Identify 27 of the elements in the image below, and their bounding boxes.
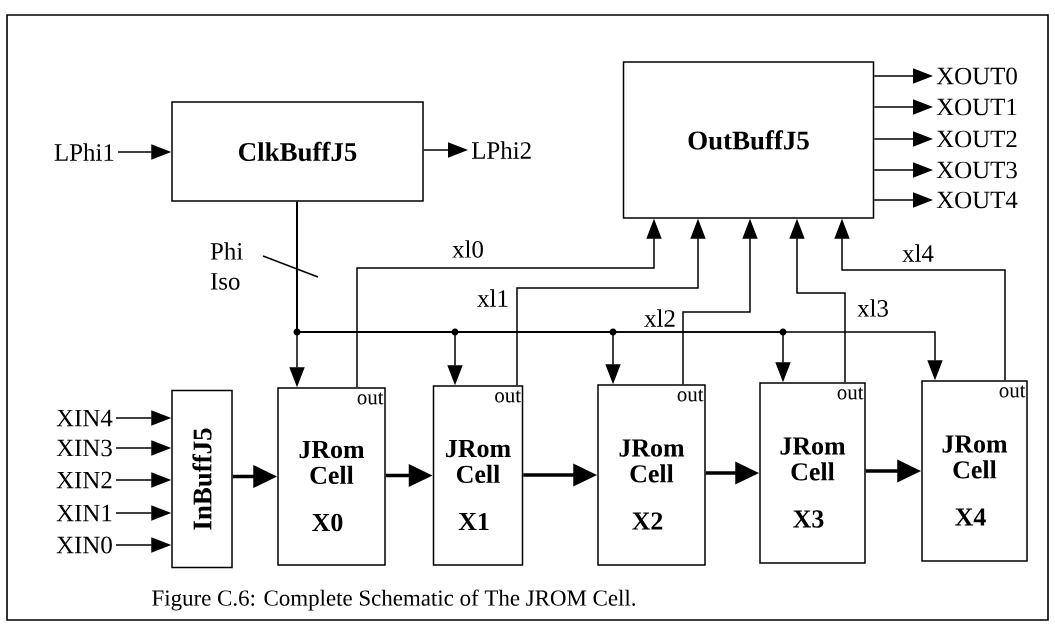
edge-label: xl3 bbox=[856, 298, 890, 318]
signal-label: XIN3 bbox=[56, 439, 112, 457]
signal-label: XIN1 bbox=[56, 504, 112, 522]
edge-label: Phi Iso bbox=[209, 241, 255, 291]
edge-label: xl2 bbox=[643, 308, 677, 328]
cell-box: out JRom Cell X2 bbox=[597, 384, 706, 566]
edge-label: xl4 bbox=[901, 243, 935, 263]
signal-label: XOUT0 bbox=[936, 67, 1017, 85]
block-box: InBuffJ5 bbox=[171, 389, 233, 569]
block-box: ClkBuffJ5 bbox=[171, 101, 424, 202]
edge-label: xl1 bbox=[476, 288, 510, 308]
signal-label: XIN4 bbox=[56, 409, 113, 427]
edge-label: xl0 bbox=[451, 239, 485, 259]
cell-box: out JRom Cell X1 bbox=[432, 385, 524, 566]
block-box: OutBuffJ5 bbox=[622, 61, 875, 219]
signal-label: XOUT3 bbox=[936, 161, 1017, 179]
signal-label: LPhi1 bbox=[54, 143, 114, 161]
cell-box: out JRom Cell X3 bbox=[759, 382, 866, 564]
signal-label: XIN0 bbox=[56, 536, 112, 554]
signal-label: XOUT4 bbox=[936, 191, 1018, 209]
signal-label: XIN2 bbox=[56, 471, 112, 489]
signal-label: XOUT1 bbox=[936, 98, 1017, 116]
signal-label: LPhi2 bbox=[471, 141, 531, 159]
signal-label: XOUT2 bbox=[936, 130, 1017, 148]
caption: Figure C.6: Complete Schematic of The JROM Cell. bbox=[152, 589, 635, 611]
cell-box: out JRom Cell X0 bbox=[277, 387, 386, 566]
cell-box: out JRom Cell X4 bbox=[921, 380, 1028, 562]
